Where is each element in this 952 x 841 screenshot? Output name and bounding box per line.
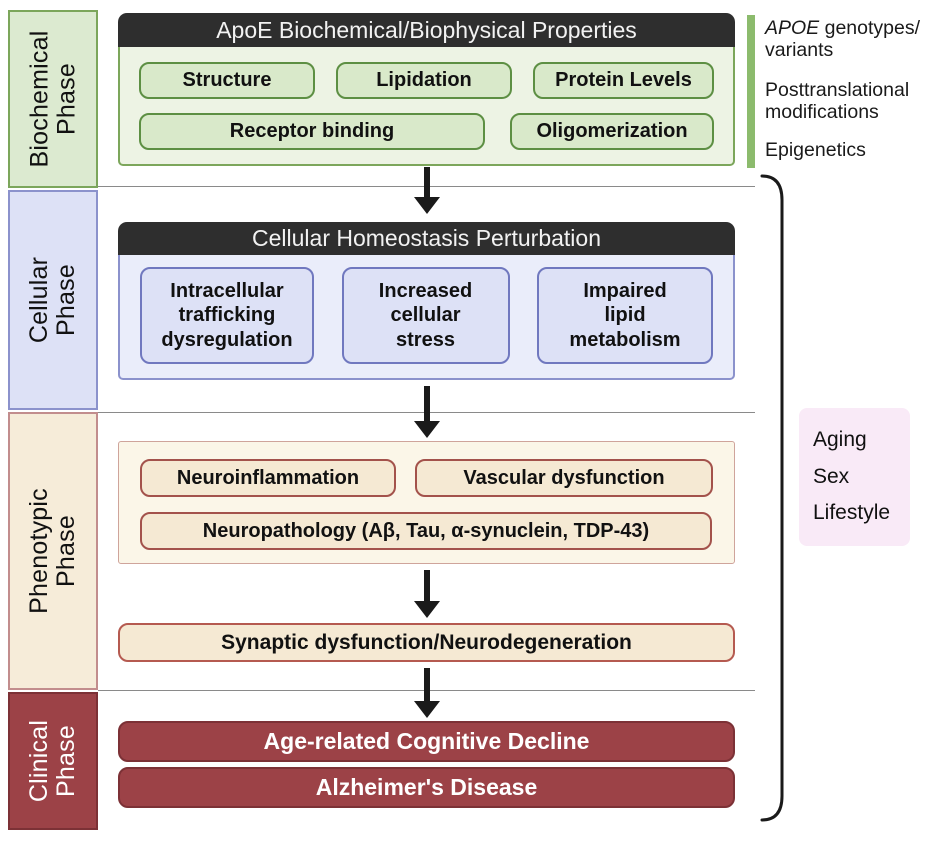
apoe-variants-text: variants <box>765 38 834 61</box>
impaired-lipid-metabolism-box: Impaired lipid metabolism <box>537 267 713 364</box>
factor-lifestyle: Lifestyle <box>813 501 891 525</box>
cellular-container: Intracellular trafficking dysregulation … <box>118 255 735 380</box>
down-arrow-icon <box>414 570 440 618</box>
phase-label-cellular: Cellular Phase <box>25 256 81 344</box>
arrow-head <box>414 701 440 718</box>
apoe-genotypes-text: genotypes/ <box>819 17 921 39</box>
arrow-head <box>414 421 440 438</box>
phenotypic-row1: Neuroinflammation Vascular dysfunction <box>140 459 713 497</box>
factor-sex: Sex <box>813 464 850 488</box>
modifying-factors-box: Aging Sex Lifestyle <box>799 408 910 546</box>
alzheimers-disease-box: Alzheimer's Disease <box>118 767 735 808</box>
cellular-row: Intracellular trafficking dysregulation … <box>140 267 713 364</box>
arrow-head <box>414 197 440 214</box>
biochemical-container: Structure Lipidation Protein Levels Rece… <box>118 47 735 166</box>
phase-band-phenotypic: Phenotypic Phase <box>8 412 98 690</box>
receptor-binding-box: Receptor binding <box>139 113 485 150</box>
protein-levels-box: Protein Levels <box>533 62 714 99</box>
apoe-gene-italic: APOE <box>765 17 820 39</box>
phase-band-clinical: Clinical Phase <box>8 692 98 830</box>
biochemical-row2: Receptor binding Oligomerization <box>139 113 714 150</box>
vascular-dysfunction-box: Vascular dysfunction <box>415 459 713 497</box>
structure-box: Structure <box>139 62 315 99</box>
down-arrow-icon <box>414 167 440 214</box>
apoe-genotypes-annotation: APOE genotypes/ variants <box>765 17 952 62</box>
arrow-shaft <box>424 167 430 197</box>
phase-band-biochemical: Biochemical Phase <box>8 10 98 188</box>
biochemical-header: ApoE Biochemical/Biophysical Properties <box>118 13 735 47</box>
ptm-line1: Posttranslational <box>765 79 910 101</box>
cellular-header: Cellular Homeostasis Perturbation <box>118 222 735 255</box>
genetic-factors-accent-bar <box>747 15 755 168</box>
phenotypic-container: Neuroinflammation Vascular dysfunction N… <box>118 441 735 564</box>
phase-label-phenotypic: Phenotypic Phase <box>25 488 81 614</box>
synaptic-dysfunction-box: Synaptic dysfunction/Neurodegeneration <box>118 623 735 662</box>
ptm-line2: modifications <box>765 100 879 123</box>
epigenetics-annotation: Epigenetics <box>765 139 866 161</box>
phase-label-clinical: Clinical Phase <box>25 719 80 803</box>
neuroinflammation-box: Neuroinflammation <box>140 459 396 497</box>
down-arrow-icon <box>414 386 440 438</box>
intracellular-trafficking-box: Intracellular trafficking dysregulation <box>140 267 314 364</box>
oligomerization-box: Oligomerization <box>510 113 714 150</box>
increased-cellular-stress-box: Increased cellular stress <box>341 267 510 364</box>
arrow-shaft <box>424 668 430 701</box>
lipidation-box: Lipidation <box>336 62 512 99</box>
arrow-head <box>414 601 440 618</box>
age-related-cognitive-decline-box: Age-related Cognitive Decline <box>118 721 735 762</box>
down-arrow-icon <box>414 668 440 718</box>
phenotypic-row2: Neuropathology (Aβ, Tau, α-synuclein, TD… <box>140 512 713 550</box>
phase-band-cellular: Cellular Phase <box>8 190 98 410</box>
arrow-shaft <box>424 570 430 601</box>
posttranslational-annotation: Posttranslational modifications <box>765 79 952 124</box>
phase-label-biochemical: Biochemical Phase <box>25 30 81 168</box>
neuropathology-box: Neuropathology (Aβ, Tau, α-synuclein, TD… <box>140 512 712 550</box>
factor-aging: Aging <box>813 427 867 451</box>
biochemical-row1: Structure Lipidation Protein Levels <box>139 62 714 99</box>
right-bracket <box>760 174 784 822</box>
arrow-shaft <box>424 386 430 421</box>
